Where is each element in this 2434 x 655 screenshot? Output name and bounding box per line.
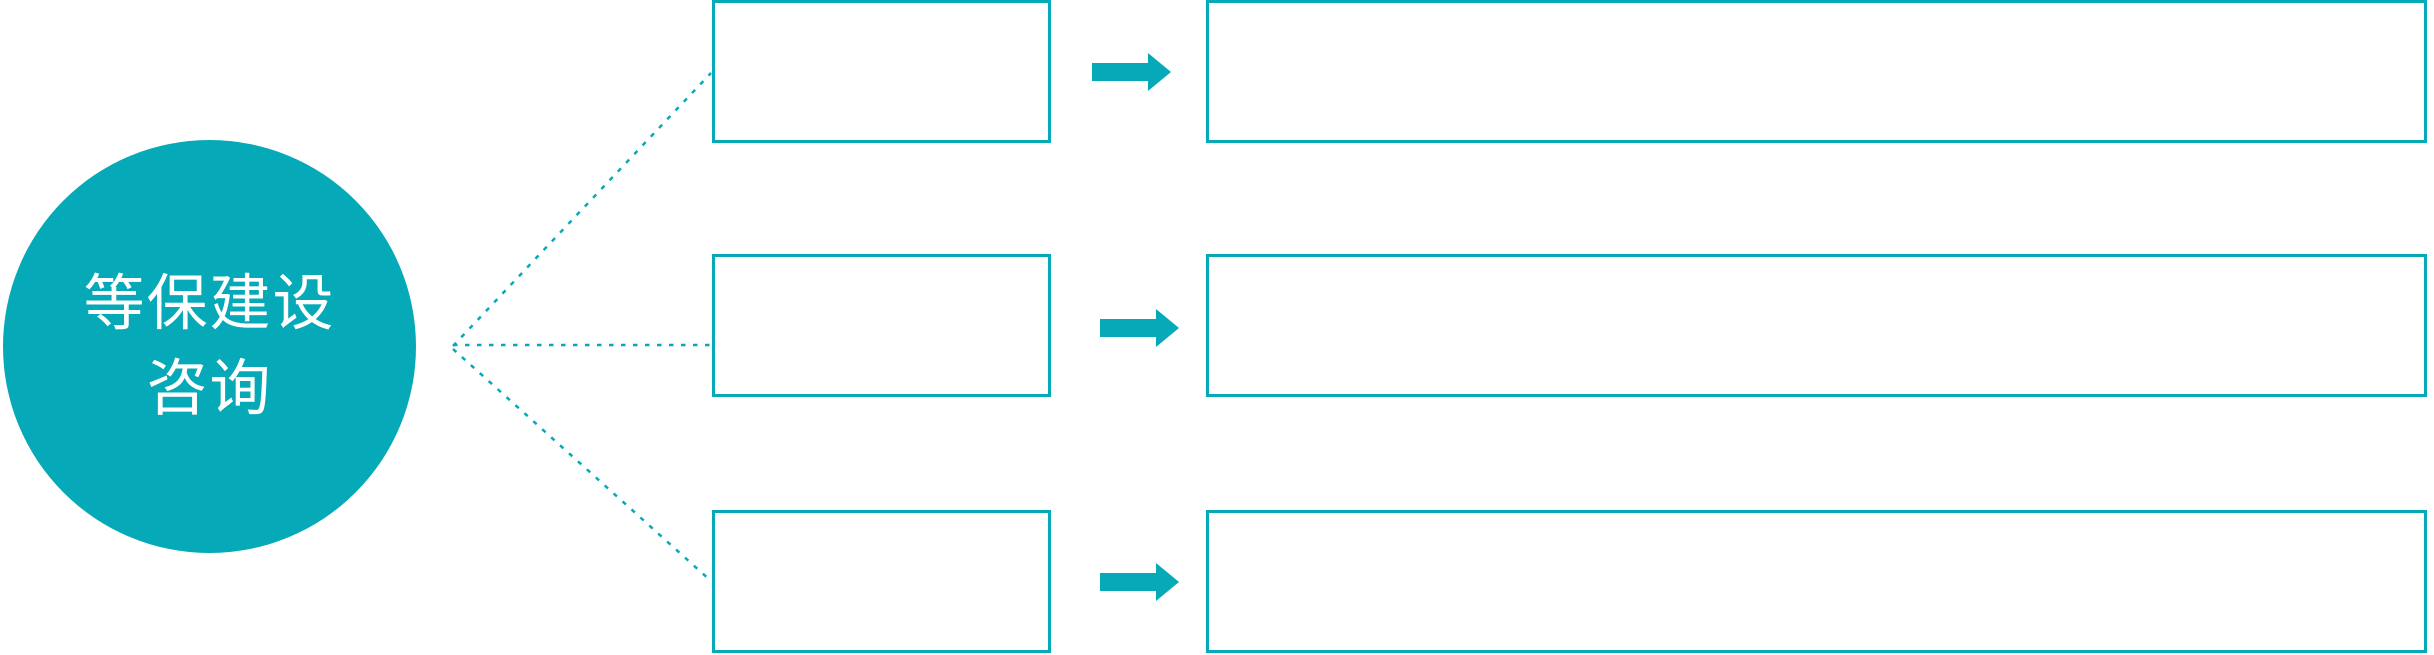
branch-small-box bbox=[712, 254, 1051, 397]
center-circle-label-line2: 咨询 bbox=[146, 352, 273, 424]
branch-large-box bbox=[1206, 510, 2427, 653]
center-circle-label-line1: 等保建设 bbox=[83, 268, 336, 340]
right-arrow-icon bbox=[1100, 309, 1179, 347]
branch-large-box bbox=[1206, 0, 2427, 143]
right-arrow-icon bbox=[1100, 563, 1179, 601]
branch-small-box bbox=[712, 0, 1051, 143]
center-circle-node: 等保建设 咨询 bbox=[3, 140, 416, 553]
branch-large-box bbox=[1206, 254, 2427, 397]
branch-small-box bbox=[712, 510, 1051, 653]
dotted-connector-line-bottom bbox=[452, 348, 712, 582]
dotted-connector-line-top bbox=[452, 72, 712, 347]
right-arrow-icon bbox=[1092, 53, 1171, 91]
